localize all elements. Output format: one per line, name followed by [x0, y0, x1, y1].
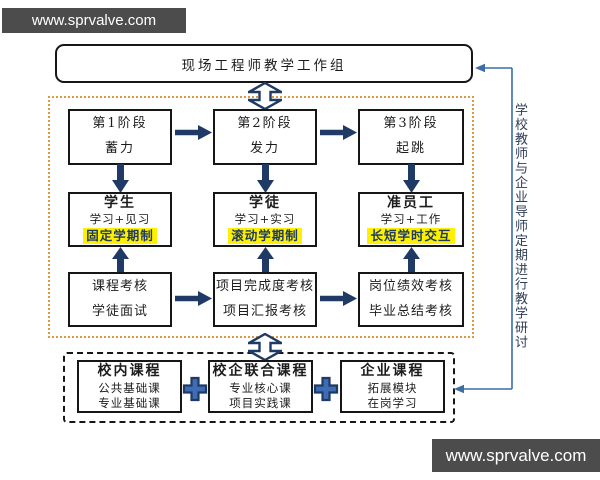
plus-icon-2 [313, 376, 339, 402]
role-3-highlight: 长短学时交互 [367, 228, 455, 245]
phase-1-line2: 蓄力 [104, 141, 135, 156]
watermark-bottom: www.sprvalve.com [432, 439, 600, 472]
assessment-1-line1: 课程考核 [91, 279, 148, 295]
course-box-school: 校内课程 公共基础课 专业基础课 [77, 360, 182, 413]
role-1-title: 学生 [104, 194, 136, 211]
course-1-line1: 公共基础课 [98, 380, 161, 395]
course-box-enterprise: 企业课程 拓展模块 在岗学习 [340, 360, 445, 413]
phase-box-3: 第3阶段 起跳 [358, 109, 464, 165]
down-arrow-icon-1 [112, 164, 129, 193]
assessment-box-1: 课程考核 学徒面试 [68, 272, 172, 327]
assessment-2-line1: 项目完成度考核 [215, 279, 314, 295]
role-box-apprentice: 学徒 学习+实习 滚动学期制 [213, 192, 317, 247]
phase-1-line1: 第1阶段 [92, 116, 148, 132]
assessment-3-line2: 毕业总结考核 [368, 303, 453, 319]
course-1-title: 校内课程 [97, 363, 162, 380]
watermark-top: www.sprvalve.com [2, 8, 186, 33]
feedback-bracket-arrow [454, 63, 513, 394]
role-3-title: 准员工 [387, 194, 435, 211]
right-arrow-icon-r3a [175, 291, 212, 306]
phase-2-line1: 第2阶段 [237, 116, 293, 132]
assessment-3-line1: 岗位绩效考核 [368, 279, 453, 295]
assessment-box-3: 岗位绩效考核 毕业总结考核 [358, 272, 464, 327]
course-3-line2: 在岗学习 [367, 395, 418, 410]
right-arrow-icon-r3b [320, 291, 357, 306]
double-arrow-icon-bottom [248, 333, 282, 361]
phase-2-line2: 发力 [249, 141, 280, 156]
role-2-highlight: 滚动学期制 [228, 228, 302, 245]
right-arrow-icon-r1a [175, 125, 212, 140]
course-3-title: 企业课程 [360, 363, 425, 380]
role-3-mode: 学习+工作 [380, 211, 442, 226]
header-title: 现场工程师教学工作组 [181, 57, 347, 74]
role-2-title: 学徒 [249, 194, 281, 211]
phase-3-line2: 起跳 [395, 141, 426, 156]
down-arrow-icon-2 [257, 164, 274, 193]
role-box-student: 学生 学习+见习 固定学期制 [68, 192, 172, 247]
up-arrow-icon-1 [112, 247, 129, 272]
up-arrow-icon-3 [403, 247, 420, 272]
header-box: 现场工程师教学工作组 [55, 44, 473, 83]
side-note-vertical-text: 学校教师与企业导师定期进行教学研讨 [512, 103, 527, 350]
down-arrow-icon-3 [403, 164, 420, 193]
course-2-line1: 专业核心课 [229, 380, 292, 395]
course-2-line2: 项目实践课 [229, 395, 292, 410]
role-2-mode: 学习+实习 [234, 211, 296, 226]
assessment-box-2: 项目完成度考核 项目汇报考核 [213, 272, 317, 327]
role-box-pre-employee: 准员工 学习+工作 长短学时交互 [358, 192, 464, 247]
double-arrow-icon-top [248, 82, 282, 110]
course-box-joint: 校企联合课程 专业核心课 项目实践课 [208, 360, 313, 413]
course-2-title: 校企联合课程 [212, 363, 309, 380]
up-arrow-icon-2 [257, 247, 274, 272]
phase-3-line1: 第3阶段 [383, 116, 439, 132]
role-1-mode: 学习+见习 [89, 211, 151, 226]
right-arrow-icon-r1b [320, 125, 357, 140]
role-1-highlight: 固定学期制 [83, 228, 157, 245]
assessment-2-line2: 项目汇报考核 [222, 303, 307, 319]
phase-box-2: 第2阶段 发力 [213, 109, 317, 165]
course-3-line1: 拓展模块 [367, 380, 418, 395]
phase-box-1: 第1阶段 蓄力 [68, 109, 172, 165]
plus-icon-1 [182, 376, 208, 402]
assessment-1-line2: 学徒面试 [91, 303, 148, 319]
course-1-line2: 专业基础课 [98, 395, 161, 410]
